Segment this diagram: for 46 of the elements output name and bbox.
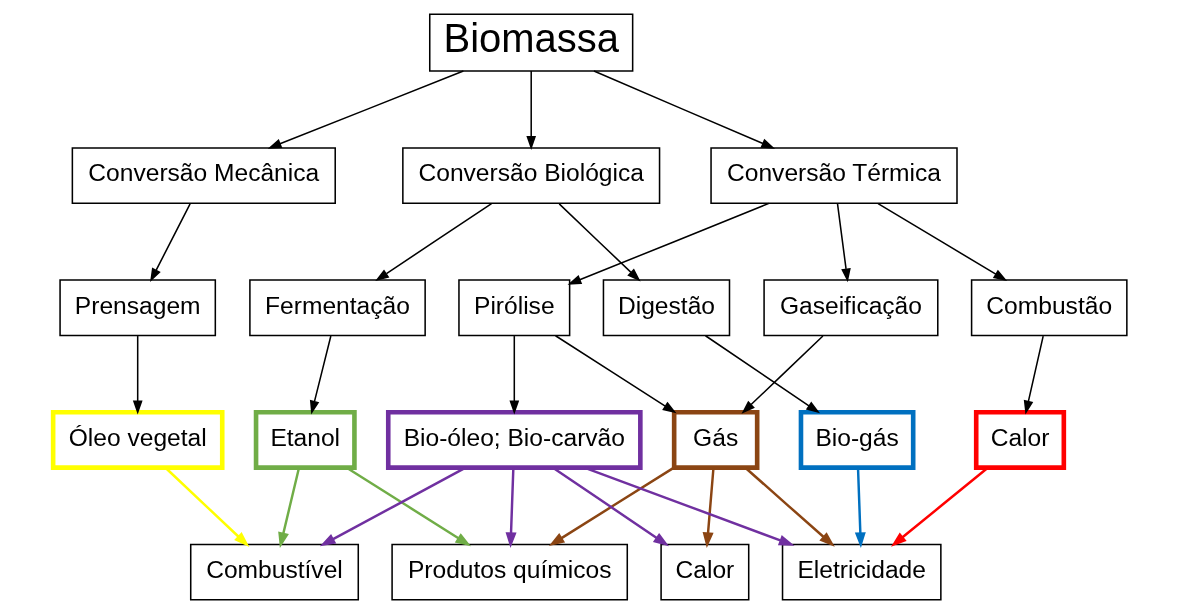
node-box: Prensagem xyxy=(58,279,216,337)
node-box: Calor xyxy=(659,543,749,601)
arrow xyxy=(584,466,795,546)
arrow xyxy=(277,467,300,548)
node-box: Pirólise xyxy=(457,279,570,337)
node-box: Conversão Térmica xyxy=(709,147,958,204)
arrow xyxy=(557,203,641,282)
node-box: Conversão Biológica xyxy=(401,147,660,204)
node-box: Bio-gás xyxy=(798,410,915,470)
node-box: Óleo vegetal xyxy=(50,410,225,470)
node-box: Conversão Mecânica xyxy=(71,147,336,204)
arrow xyxy=(1023,335,1044,415)
arrow xyxy=(702,468,715,549)
arrow xyxy=(704,334,820,414)
arrow xyxy=(505,468,517,549)
arrow xyxy=(744,467,835,547)
node-box: Gás xyxy=(671,410,759,470)
node-box: Combustível xyxy=(189,543,359,601)
node-box: Gaseificação xyxy=(762,279,939,337)
node-box: Bio-óleo; Bio-carvão xyxy=(385,410,643,470)
arrow xyxy=(554,334,676,414)
arrow xyxy=(741,335,824,414)
arrow xyxy=(567,202,770,285)
node-box: Fermentação xyxy=(248,279,426,337)
arrow xyxy=(149,203,191,283)
arrow xyxy=(508,335,519,415)
arrow xyxy=(267,70,464,149)
node-box: Calor xyxy=(973,410,1066,470)
arrow xyxy=(836,203,851,283)
node-box: Etanol xyxy=(253,410,357,470)
arrow xyxy=(854,468,866,549)
arrow xyxy=(319,466,466,547)
arrow xyxy=(876,202,1007,281)
arrow xyxy=(345,466,471,547)
node-box: Eletricidade xyxy=(781,543,942,601)
arrow xyxy=(592,70,775,149)
arrow xyxy=(164,467,249,547)
arrow xyxy=(890,467,988,547)
node-box: Combustão xyxy=(970,279,1128,337)
arrow xyxy=(132,335,143,415)
arrow xyxy=(525,70,536,150)
arrow xyxy=(309,335,332,415)
node-box: Digestão xyxy=(602,279,730,337)
arrow xyxy=(374,202,492,282)
node-box: Biomassa xyxy=(428,13,633,72)
node-box: Produtos químicos xyxy=(390,543,628,601)
